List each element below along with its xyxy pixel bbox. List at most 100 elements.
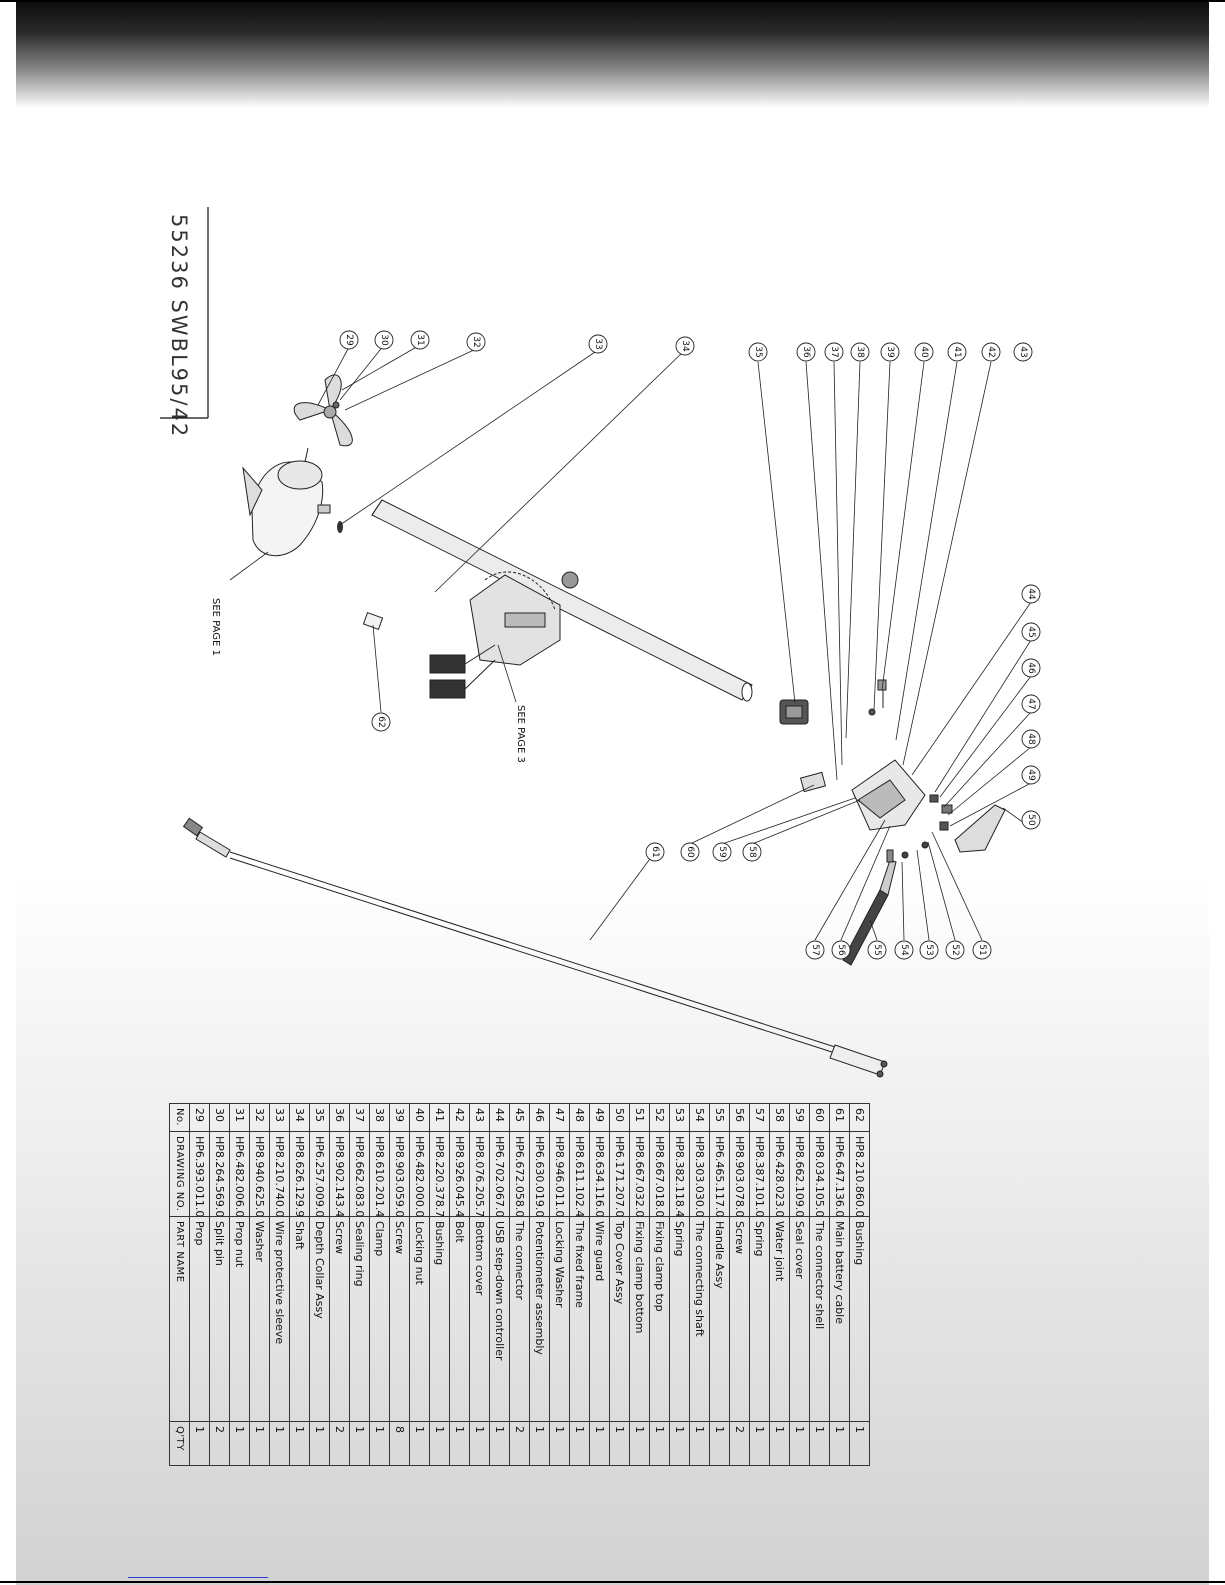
qty-cell: 1 [249,1421,270,1466]
part-name-cell: Main battery cable [829,1216,850,1422]
callout-31: 31 [410,330,430,350]
callout-56: 56 [831,940,851,960]
part-no-cell: 50 [609,1103,630,1132]
shaft [371,499,753,702]
callout-number: 53 [924,944,934,955]
part-no-cell: 34 [289,1103,310,1132]
qty-cell: 1 [689,1421,710,1466]
part-name-cell: Bushing [849,1216,870,1422]
callout-number: 40 [919,346,929,358]
callout-number: 56 [836,944,846,956]
callout-39: 39 [880,342,900,362]
qty-cell: 2 [209,1421,230,1466]
part-name-cell: Bolt [449,1216,470,1422]
callout-circle [1021,658,1041,678]
callout-32: 32 [466,332,486,352]
callout-circle [1021,765,1041,785]
drawing-no-cell: HP8.926.045.45 [449,1131,470,1217]
bottom-rule [0,1581,1225,1583]
callout-circle [742,842,762,862]
qty-cell: 1 [589,1421,610,1466]
see-page-1-label: SEE PAGE 1 [210,598,221,656]
drawing-no-cell: HP8.076.205.70 [469,1131,490,1217]
callout-circle [914,342,934,362]
callout-circle [947,342,967,362]
part-name-cell: Water joint [769,1216,790,1422]
part-no-cell: 42 [449,1103,470,1132]
see-page-3-label: SEE PAGE 3 [515,705,526,763]
drawing-no-cell: HP6.630.019.00 [529,1131,550,1217]
part-no-cell: 38 [369,1103,390,1132]
qty-cell: 1 [649,1421,670,1466]
part-no-cell: 45 [509,1103,530,1132]
callout-number: 34 [680,340,690,352]
callout-number: 37 [829,346,839,357]
part-name-cell: Sealing ring [349,1216,370,1422]
qty-cell: 1 [369,1421,390,1466]
drawing-no-cell: HP8.382.118.45 [669,1131,690,1217]
part-no-cell: 48 [569,1103,590,1132]
part-name-cell: Split pin [209,1216,230,1422]
part-no-cell: 43 [469,1103,490,1132]
part-name-cell: Fixing clamp top [649,1216,670,1422]
qty-cell: 1 [529,1421,550,1466]
callout-49: 49 [1021,765,1041,785]
header-qty: Q'TY [169,1421,190,1466]
qty-cell: 1 [309,1421,330,1466]
drawing-no-cell: HP8.946.011.07 [549,1131,570,1217]
callout-circle [712,842,732,862]
page-background [16,0,1209,1585]
callout-62: 62 [371,712,391,732]
part-no-cell: 54 [689,1103,710,1132]
model-label: 55236 SWBL95/42 [167,214,191,438]
washer-part [337,521,343,533]
callout-circle [339,330,359,350]
propeller [293,374,353,447]
header-drawing-no: DRAWING NO. [169,1131,190,1217]
part-name-cell: Washer [249,1216,270,1422]
header-no: No. [169,1103,190,1132]
qty-cell: 1 [849,1421,870,1466]
callout-number: 38 [855,346,865,358]
footer-link-underline[interactable] [128,1577,268,1578]
part-name-cell: The connecting shaft [689,1216,710,1422]
callout-60: 60 [680,842,700,862]
callout-number: 44 [1026,588,1036,600]
callout-circle [972,940,992,960]
qty-cell: 1 [429,1421,450,1466]
drawing-no-cell: HP8.626.129.91 [289,1131,310,1217]
part-name-cell: The connector [509,1216,530,1422]
callout-37: 37 [824,342,844,362]
callout-35: 35 [748,342,768,362]
callout-45: 45 [1021,622,1041,642]
callout-52: 52 [945,940,965,960]
part-no-cell: 58 [769,1103,790,1132]
callout-36: 36 [796,342,816,362]
callout-circle [919,940,939,960]
drawing-no-cell: HP8.667.032.00 [629,1131,650,1217]
qty-cell: 1 [229,1421,250,1466]
part-name-cell: Shaft [289,1216,310,1422]
part-no-cell: 60 [809,1103,830,1132]
callout-circle [1021,810,1041,830]
part-no-cell: 32 [249,1103,270,1132]
drawing-no-cell: HP8.662.109.00 [789,1131,810,1217]
callout-number: 48 [1026,733,1036,745]
part-name-cell: Spring [749,1216,770,1422]
callout-number: 51 [977,944,987,955]
qty-cell: 1 [569,1421,590,1466]
part-no-cell: 51 [629,1103,650,1132]
callout-53: 53 [919,940,939,960]
callout-circle [945,940,965,960]
callout-55: 55 [867,940,887,960]
part-name-cell: Bushing [429,1216,450,1422]
